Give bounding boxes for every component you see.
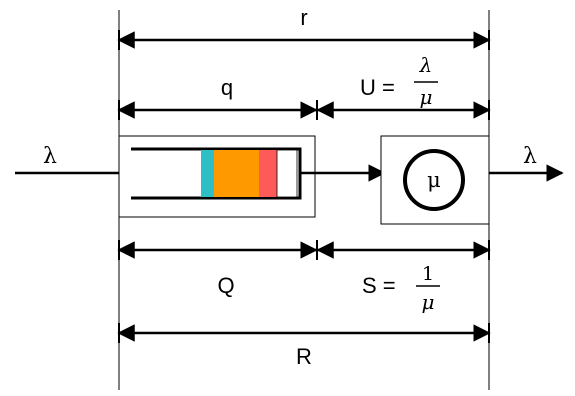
u-numerator: λ <box>419 53 433 77</box>
R-label: R <box>296 344 312 369</box>
R-span <box>117 323 491 343</box>
queue-customer-2 <box>214 150 259 197</box>
q-label: q <box>221 75 233 100</box>
r-label: r <box>300 5 307 30</box>
r-span <box>117 30 491 50</box>
Q-span <box>117 240 318 260</box>
service-rate-label: μ <box>427 168 441 192</box>
u-formula: U = λ μ <box>360 53 438 109</box>
queue-customer-4 <box>276 149 298 198</box>
s-formula: S = 1 μ <box>362 263 440 314</box>
s-prefix: S = <box>362 273 396 298</box>
s-numerator: 1 <box>422 263 434 285</box>
s-denominator: μ <box>422 290 435 314</box>
departure-rate-label: λ <box>523 144 537 169</box>
queue-customer-3 <box>259 150 277 197</box>
server-circle <box>403 149 465 211</box>
queue-buffer <box>131 147 302 200</box>
arrival-rate-label: λ <box>43 144 57 169</box>
Q-label: Q <box>217 273 234 298</box>
u-span <box>316 100 491 120</box>
S-span <box>316 240 491 260</box>
q-span <box>117 100 318 120</box>
u-prefix: U = <box>360 75 395 100</box>
u-denominator: μ <box>420 85 433 109</box>
queue-customer-1 <box>201 150 214 197</box>
